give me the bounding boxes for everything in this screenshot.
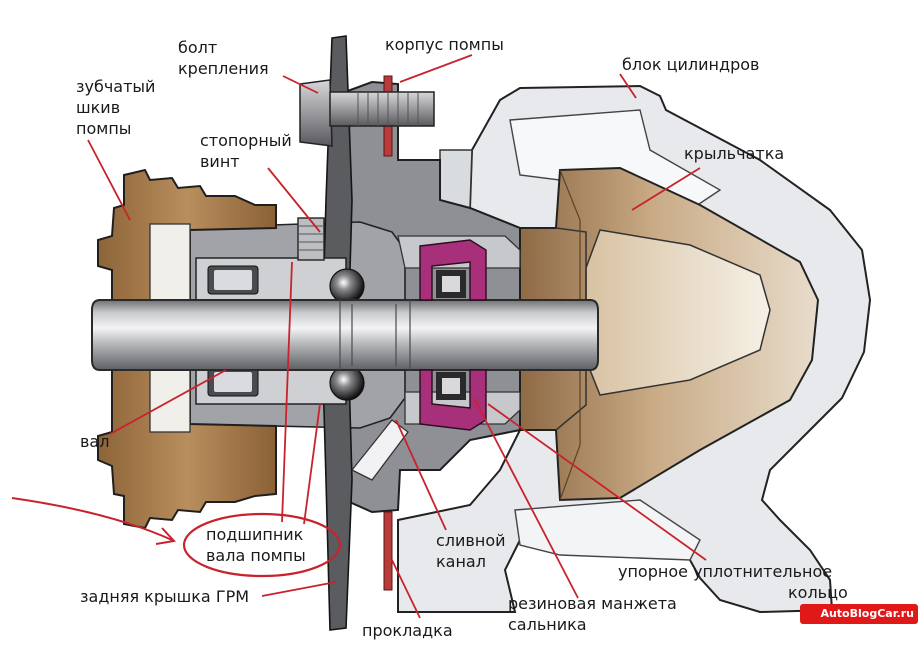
leader-thrust-ring	[487, 403, 707, 561]
bearing-ball	[329, 365, 365, 401]
leader-bearing-2	[303, 403, 321, 525]
drain-channel	[350, 419, 409, 481]
label-shaft: вал	[80, 431, 109, 452]
label-thrust-ring-line1: упорное уплотнительное	[618, 562, 833, 581]
leader-pulley	[87, 139, 131, 221]
shaft	[91, 299, 599, 371]
leader-block	[619, 73, 637, 99]
leader-drain	[395, 419, 447, 531]
mounting-bolt	[299, 79, 435, 147]
leader-bolt	[282, 75, 319, 94]
label-drain-channel: сливной канал	[436, 530, 506, 572]
leader-impeller	[631, 167, 701, 211]
label-gasket: прокладка	[362, 620, 453, 641]
leader-housing	[399, 54, 473, 83]
toothed-pulley	[97, 168, 277, 530]
label-bolt: болт крепления	[178, 37, 269, 79]
label-pulley: зубчатый шкив помпы	[76, 76, 155, 139]
label-lock-screw-line2: винт	[200, 152, 240, 171]
label-rubber-cuff: резиновая манжета сальника	[508, 593, 677, 635]
label-lock-screw: стопорный винт	[200, 130, 292, 172]
watermark-text: AutoBlogCar.ru	[820, 607, 914, 620]
highlight-arrow	[11, 497, 173, 541]
leader-gasket	[391, 559, 421, 619]
label-rubber-cuff-line1: резиновая манжета	[508, 594, 677, 613]
label-rubber-cuff-line2: сальника	[508, 615, 587, 634]
label-pulley-line1: зубчатый	[76, 77, 156, 96]
label-rear-cover-text: задняя крышка ГРМ	[80, 587, 250, 606]
label-pulley-line2: шкив	[76, 98, 121, 117]
label-rear-cover: задняя крышка ГРМ	[80, 586, 249, 607]
leader-shaft	[109, 369, 227, 435]
leader-rear-cover	[261, 581, 337, 597]
label-bearing-line2: вала помпы	[206, 546, 306, 565]
label-bearing-line1: подшипник	[206, 525, 304, 544]
label-gasket-text: прокладка	[362, 621, 453, 640]
label-pulley-line3: помпы	[76, 119, 132, 138]
label-bolt-line2: крепления	[178, 59, 269, 78]
label-impeller-text: крыльчатка	[684, 144, 785, 163]
seal-assembly	[419, 239, 487, 431]
label-drain-channel-line1: сливной	[436, 531, 506, 550]
highlight-circle	[182, 512, 342, 578]
label-pump-housing-text: корпус помпы	[385, 35, 504, 54]
label-thrust-ring-line2: кольцо	[788, 583, 848, 602]
lock-screw	[297, 217, 325, 261]
bearing-ball	[329, 268, 365, 304]
leader-bearing-1	[281, 261, 293, 523]
label-thrust-ring: упорное уплотнительное кольцо	[618, 561, 848, 603]
highlight-arrowhead	[155, 527, 176, 545]
label-bolt-line1: болт	[178, 38, 218, 57]
label-shaft-text: вал	[80, 432, 110, 451]
label-bearing: подшипник вала помпы	[206, 524, 306, 566]
label-pump-housing: корпус помпы	[385, 34, 504, 55]
label-lock-screw-line1: стопорный	[200, 131, 292, 150]
leader-lock-screw	[267, 167, 321, 233]
label-impeller: крыльчатка	[684, 143, 784, 164]
label-cylinder-block: блок цилиндров	[622, 54, 759, 75]
label-drain-channel-line2: канал	[436, 552, 486, 571]
label-cylinder-block-text: блок цилиндров	[622, 55, 760, 74]
leader-rubber-cuff	[473, 397, 579, 599]
watermark-logo: AutoBlogCar.ru	[800, 604, 918, 624]
leader-lines	[11, 54, 707, 619]
